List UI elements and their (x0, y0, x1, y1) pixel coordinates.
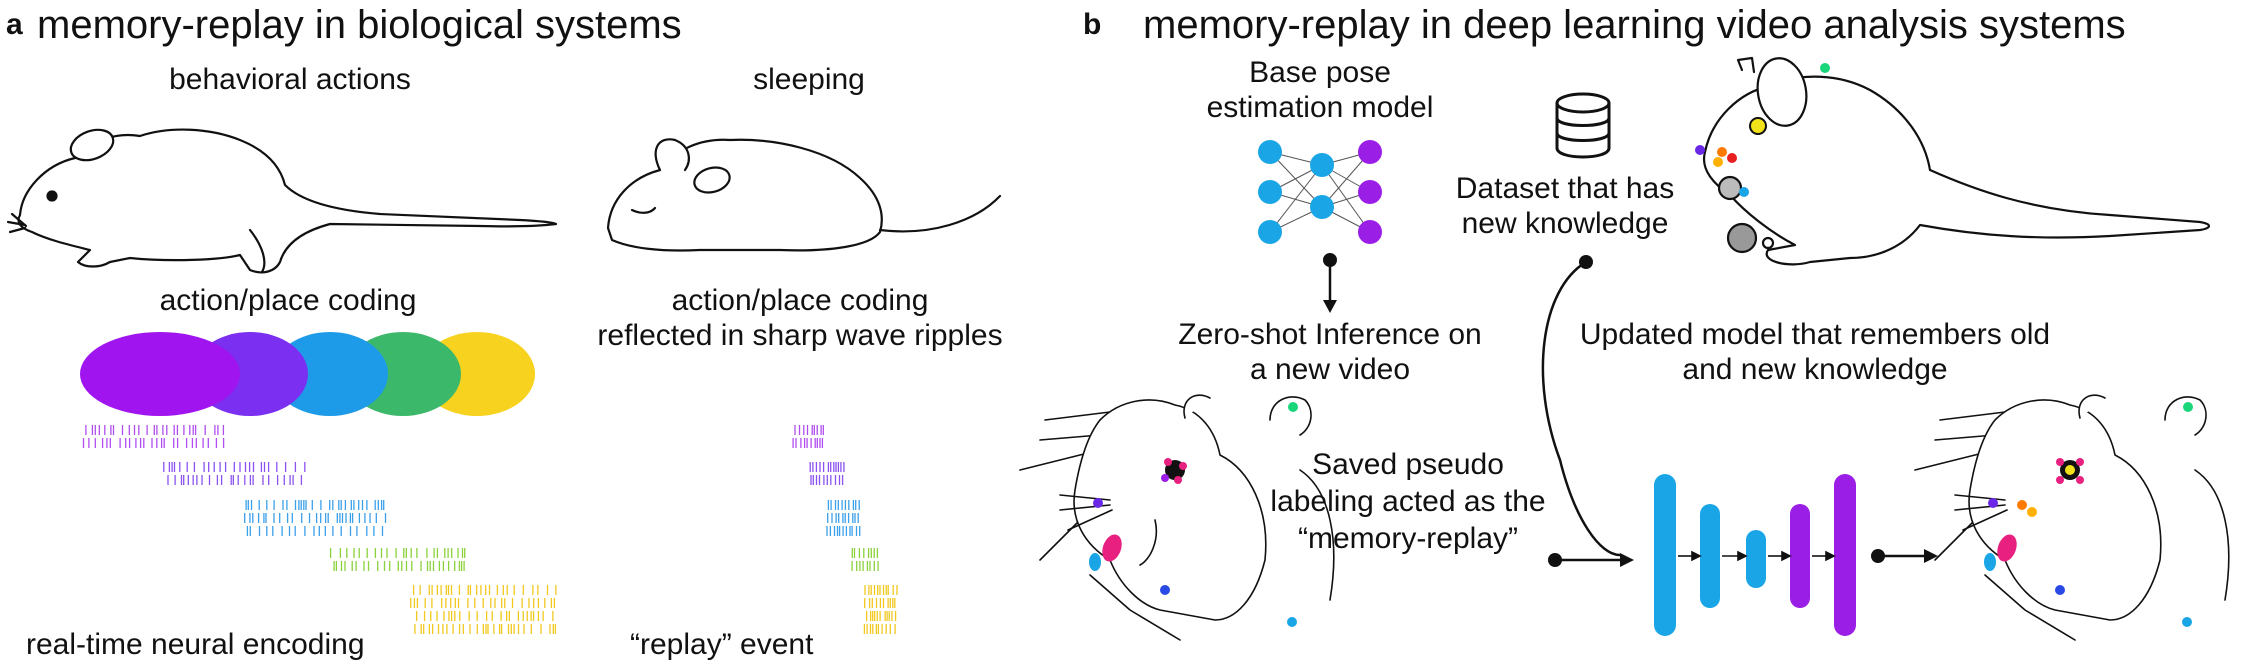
coding-ellipse-blue (272, 332, 388, 416)
dataset-label-line1: Dataset that has (1455, 172, 1675, 205)
input-node (1258, 220, 1282, 244)
mouse-pebble-illustration (1702, 56, 2211, 266)
sleep-coding-label-line2: reflected in sharp wave ripples (597, 319, 1003, 352)
panel-a-letter: a (6, 8, 23, 41)
place-coding-ellipses (80, 332, 535, 416)
output-arrow (1871, 549, 1938, 563)
base-model-network-icon (1258, 140, 1382, 244)
panel-b-letter: b (1083, 8, 1102, 41)
pseudo-label-arrow (1548, 553, 1634, 567)
walking-mouse-illustration (6, 128, 558, 274)
coding-ellipse-purple (80, 332, 240, 416)
dataset-label-line2: new knowledge (1461, 207, 1669, 240)
video-frame-mouse-left (1019, 394, 1335, 641)
network-layer (1654, 474, 1676, 636)
pseudo-label-line1: Saved pseudo (1312, 448, 1504, 481)
input-node (1258, 180, 1282, 204)
behavioral-actions-label: behavioral actions (169, 63, 411, 96)
output-node (1358, 140, 1382, 164)
video-frame-mouse-right (1914, 394, 2230, 641)
network-layer (1700, 504, 1720, 608)
sleeping-label: sleeping (753, 63, 865, 96)
pseudo-label-line2: labeling acted as the (1270, 485, 1546, 518)
panel-a-title: memory-replay in biological systems (37, 3, 682, 47)
hidden-node (1310, 195, 1334, 219)
action-place-coding-label: action/place coding (159, 284, 417, 317)
hidden-node (1310, 153, 1334, 177)
zero-shot-label-line1: Zero-shot Inference on (1178, 318, 1482, 351)
panel-b-title: memory-replay in deep learning video ana… (1143, 3, 2126, 47)
output-node (1358, 220, 1382, 244)
updated-model-label-line2: and new knowledge (1682, 353, 1948, 386)
database-icon (1555, 92, 1611, 159)
sleeping-mouse-illustration (606, 138, 1002, 252)
network-layer (1746, 530, 1766, 588)
base-model-label-line2: estimation model (1206, 91, 1434, 124)
real-time-encoding-label: real-time neural encoding (26, 628, 365, 661)
input-node (1258, 140, 1282, 164)
zero-shot-label-line2: a new video (1249, 353, 1411, 386)
updated-model-network (1654, 474, 1856, 636)
output-node (1358, 180, 1382, 204)
inference-arrow (1323, 253, 1337, 313)
pebble-mouse-keypoints (1695, 63, 1830, 197)
sleep-coding-label-line1: action/place coding (671, 284, 929, 317)
updated-model-label-line1: Updated model that remembers old (1579, 318, 2051, 351)
network-layer (1790, 504, 1810, 608)
video-frame-left-keypoints (1089, 402, 1298, 627)
base-model-label-line1: Base pose (1249, 56, 1391, 89)
neural-raster-replay (792, 425, 898, 634)
dataset-to-network-arrow (1541, 255, 1621, 557)
video-frame-right-keypoints (1984, 402, 2193, 627)
replay-event-label: “replay” event (630, 628, 814, 661)
pseudo-label-line3: “memory-replay” (1297, 522, 1519, 555)
network-layer (1834, 474, 1856, 636)
neural-raster-encoding (82, 425, 557, 634)
